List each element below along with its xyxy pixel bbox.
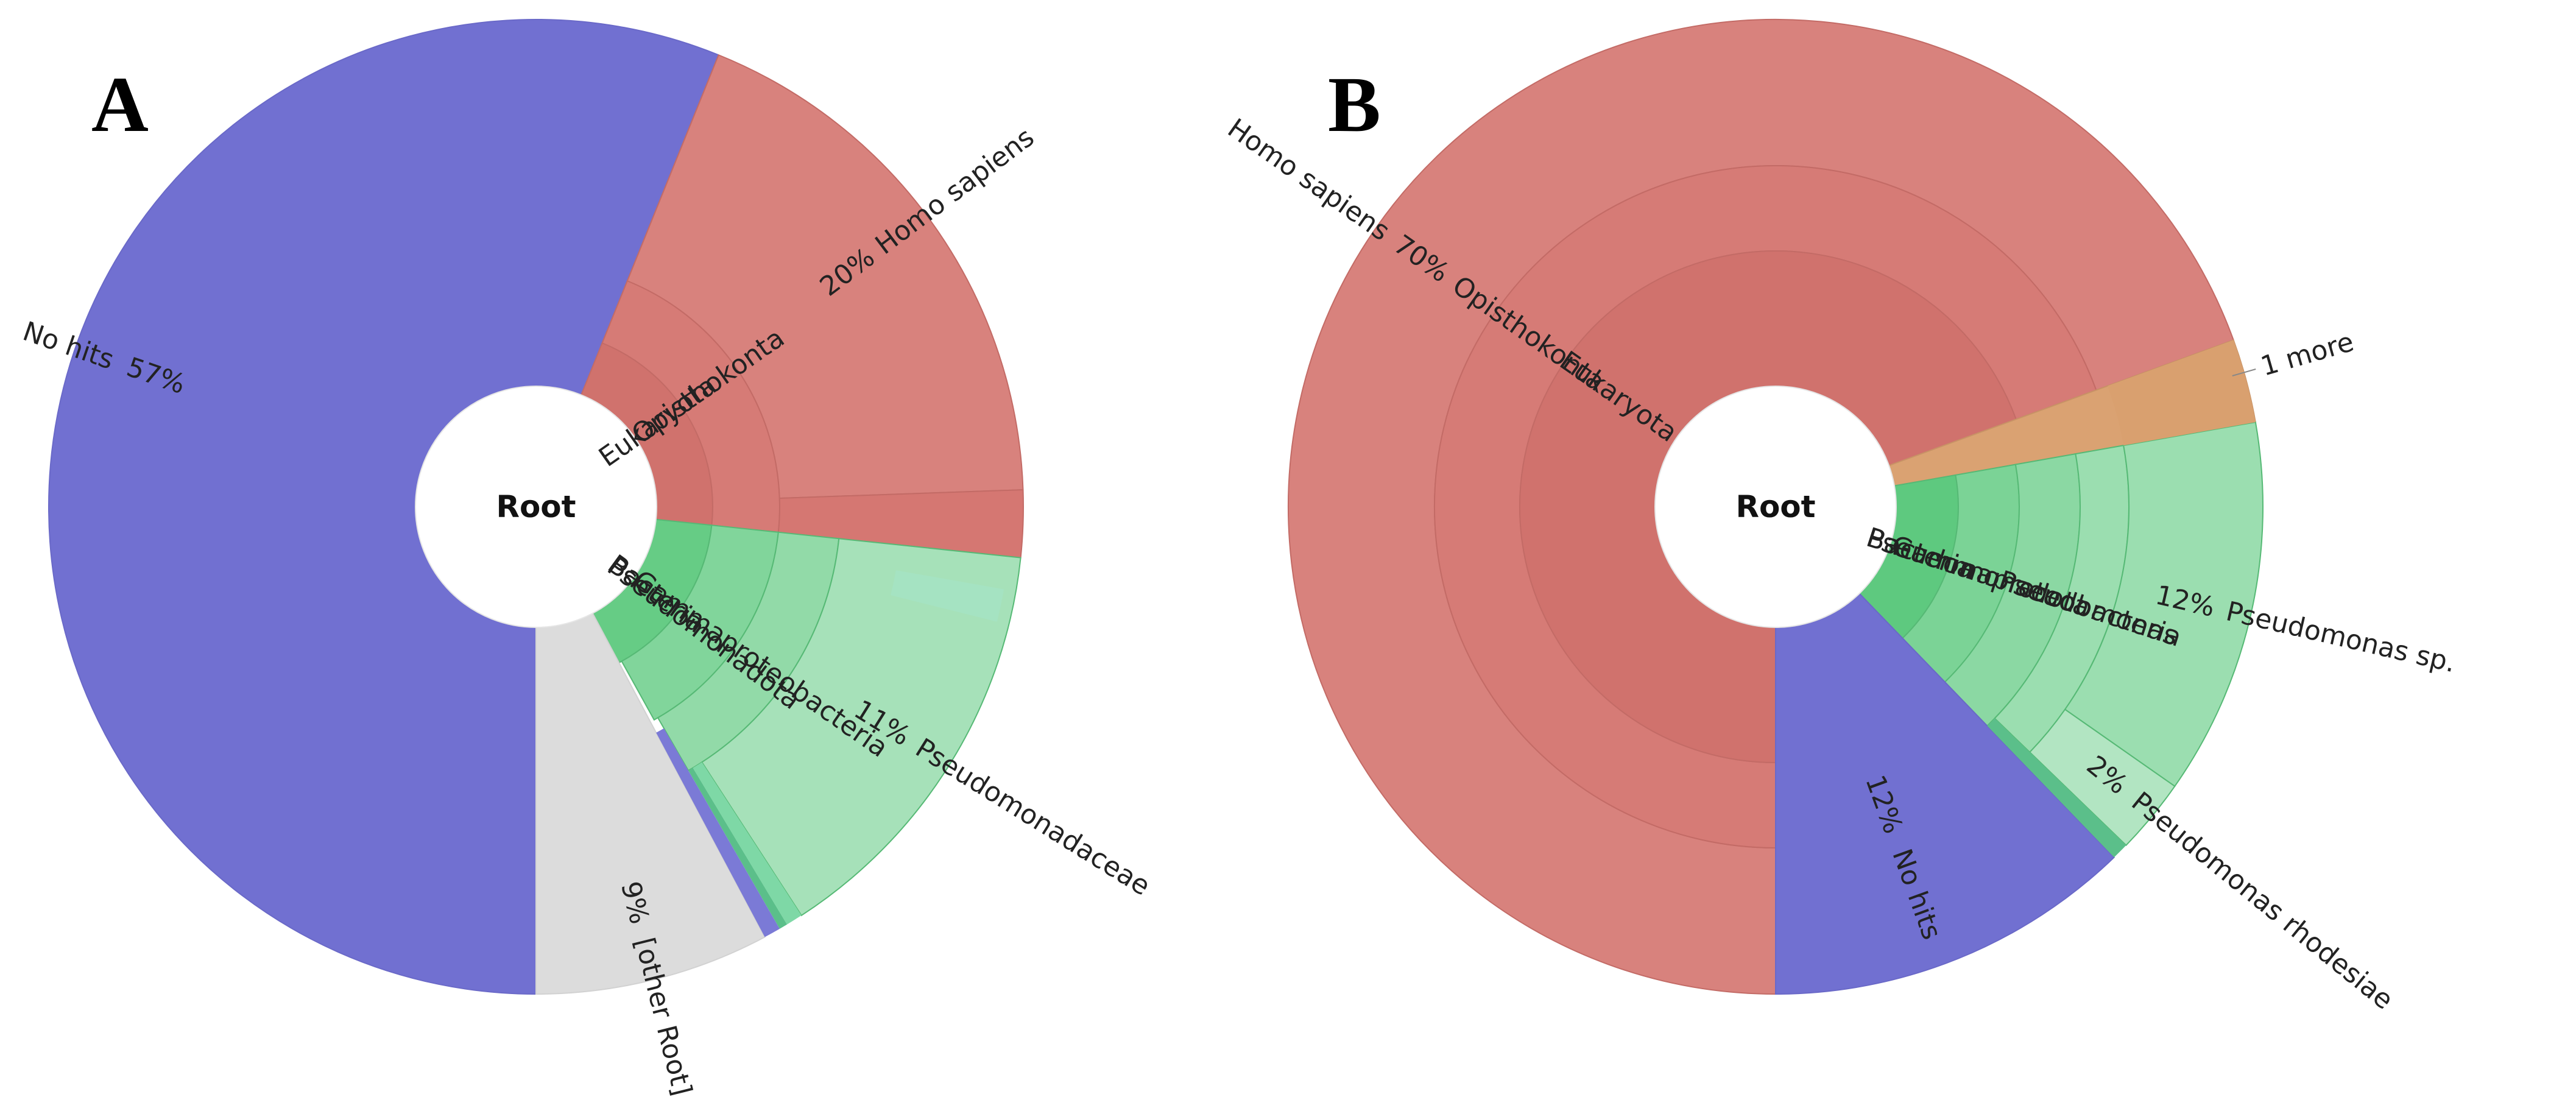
leaf-label-pseudomonas-sp: Pseudomonas sp. <box>2223 596 2458 679</box>
leaf-label-pseudomonas-rhodesiae: Pseudomonas rhodesiae <box>2126 786 2399 1015</box>
panel-label: A <box>91 61 149 149</box>
sliver-wedge <box>1987 718 2126 858</box>
sliver-wedge <box>2108 340 2256 446</box>
sliver-wedge <box>688 767 788 929</box>
wedge-homo-sapiens[interactable] <box>626 54 1024 499</box>
sunburst-chart-b: RootBEukaryotaOpisthokontaBacteriaPseudo… <box>1222 19 2458 1016</box>
center-circle[interactable] <box>415 386 657 628</box>
center-circle[interactable] <box>1654 386 1897 628</box>
sliver-wedge <box>891 570 1004 622</box>
sliver-wedge <box>656 728 780 937</box>
leader-line <box>2232 369 2256 376</box>
leaf-label-pseudomonadaceae: Pseudomonadaceae <box>910 733 1156 902</box>
panel-label: B <box>1328 61 1381 149</box>
wedge-pseudomonadaceae[interactable] <box>700 538 1022 917</box>
sliver-wedge <box>693 762 802 925</box>
center-label: Root <box>496 489 576 524</box>
leaf-label-one-more: 1 more <box>2257 326 2357 383</box>
sunburst-chart-a: RootAEukaryotaOpisthokontaBacteriaPseudo… <box>19 19 1156 1099</box>
center-label: Root <box>1735 489 1815 524</box>
